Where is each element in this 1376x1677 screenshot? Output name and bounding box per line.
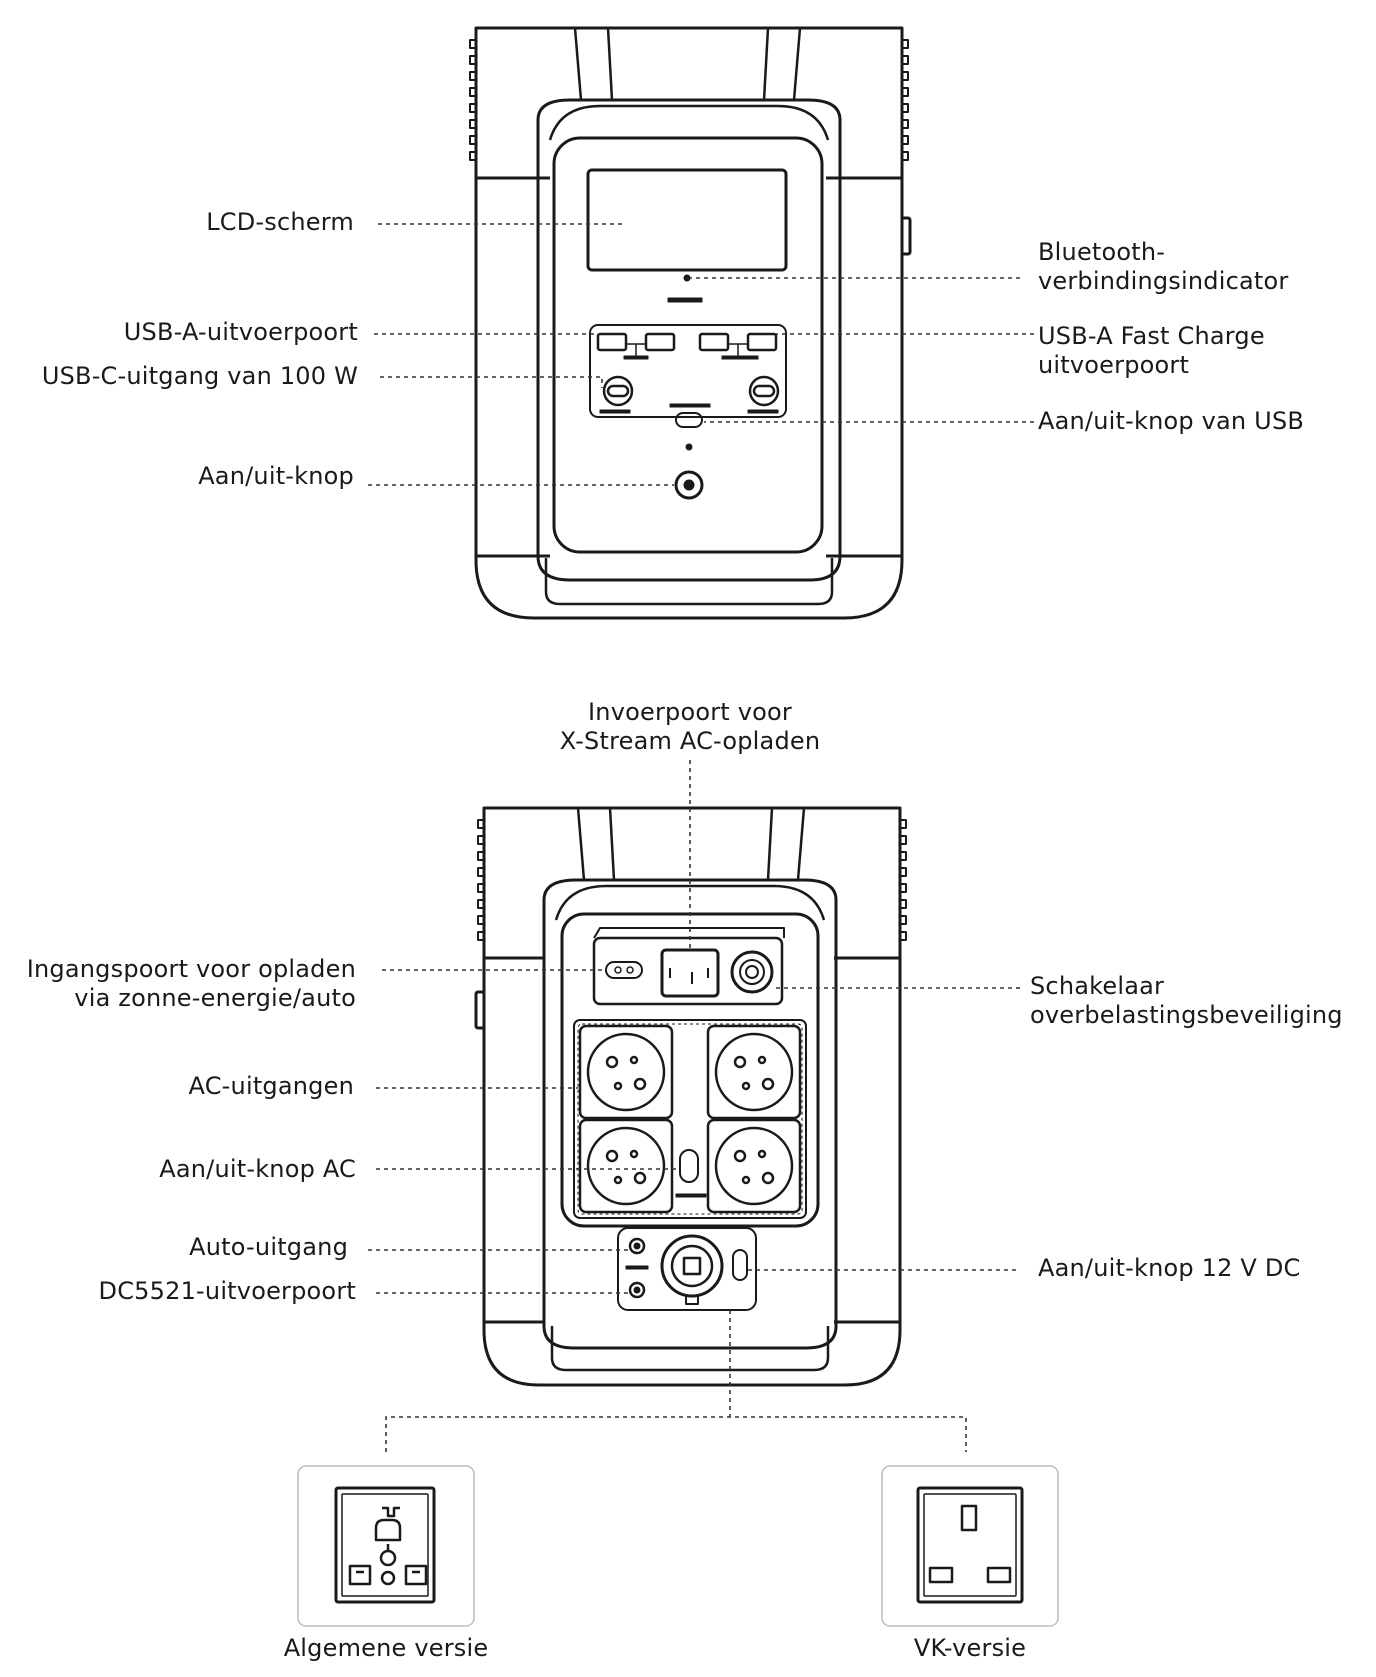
front-side-knob xyxy=(900,216,912,256)
ac-outlets xyxy=(586,1032,794,1206)
usb-switch xyxy=(675,412,703,428)
front-face-panel xyxy=(552,136,824,554)
label-usb-a-fast-line2: uitvoerpoort xyxy=(1038,351,1190,379)
label-usb-a-fast-line1: USB-A Fast Charge xyxy=(1038,322,1265,350)
label-xstream-line1: Invoerpoort voor xyxy=(588,698,792,726)
label-uk-version: VK-versie xyxy=(913,1634,1027,1662)
rear-body xyxy=(482,806,902,1387)
label-dc-switch: Aan/uit-knop 12 V DC xyxy=(1038,1254,1301,1282)
uk-version-box xyxy=(881,1465,1059,1627)
label-usb-c: USB-C-uitgang van 100 W xyxy=(41,362,358,390)
dc-port-block xyxy=(617,1227,757,1311)
label-solar-line2: via zonne-energie/auto xyxy=(74,984,356,1012)
ac-outlet-block xyxy=(573,1019,807,1219)
label-lcd: LCD-scherm xyxy=(206,208,354,236)
front-center-column xyxy=(536,98,842,582)
solar-input-port xyxy=(605,961,643,979)
label-power: Aan/uit-knop xyxy=(198,462,354,490)
input-port-block xyxy=(592,936,784,1006)
dc5521-port-bottom xyxy=(628,1281,646,1299)
label-usb-a: USB-A-uitvoerpoort xyxy=(123,318,358,346)
front-handle xyxy=(573,27,802,101)
rear-port-panel xyxy=(560,912,820,1228)
front-left-fins xyxy=(469,39,476,161)
label-ac-switch: Aan/uit-knop AC xyxy=(159,1155,356,1183)
rear-right-fins xyxy=(900,819,907,941)
label-dc5521: DC5521-uitvoerpoort xyxy=(98,1277,356,1305)
usb-a-ports xyxy=(596,332,778,352)
label-overload-line1: Schakelaar xyxy=(1030,972,1165,1000)
xstream-ac-inlet xyxy=(660,948,720,998)
label-ac-outputs: AC-uitgangen xyxy=(188,1072,354,1100)
general-version-box xyxy=(297,1465,475,1627)
label-bluetooth-line2: verbindingsindicator xyxy=(1038,267,1289,295)
label-solar: Ingangspoort voor opladen via zonne-ener… xyxy=(27,955,356,1013)
usb-panel xyxy=(589,324,787,418)
front-right-fins xyxy=(902,39,909,161)
dc-switch xyxy=(732,1249,748,1281)
bluetooth-indicator xyxy=(683,274,691,282)
rear-side-knob xyxy=(474,990,486,1030)
lcd-screen xyxy=(586,168,788,272)
label-bluetooth-line1: Bluetooth- xyxy=(1038,238,1166,266)
label-overload: Schakelaar overbelastingsbeveiliging xyxy=(1030,972,1343,1030)
rear-center-column xyxy=(542,878,838,1350)
label-xstream-line2: X-Stream AC-opladen xyxy=(559,727,821,755)
label-car: Auto-uitgang xyxy=(189,1233,348,1261)
rear-view xyxy=(474,806,907,1387)
rear-left-fins xyxy=(477,819,484,941)
leader-lines xyxy=(368,223,1034,1452)
usb-c-ports xyxy=(602,375,780,407)
label-usb-a-fast: USB-A Fast Charge uitvoerpoort xyxy=(1038,322,1265,380)
label-usb-switch: Aan/uit-knop van USB xyxy=(1038,407,1305,435)
label-general-version: Algemene versie xyxy=(283,1634,489,1662)
front-body xyxy=(474,26,904,620)
dc5521-port-top xyxy=(628,1237,646,1255)
label-overload-line2: overbelastingsbeveiliging xyxy=(1030,1001,1343,1029)
overload-switch xyxy=(730,950,774,994)
label-solar-line1: Ingangspoort voor opladen xyxy=(26,955,356,983)
power-button xyxy=(674,470,704,500)
front-view xyxy=(469,26,912,620)
label-xstream: Invoerpoort voor X-Stream AC-opladen xyxy=(490,698,890,756)
label-bluetooth: Bluetooth- verbindingsindicator xyxy=(1038,238,1288,296)
ac-switch xyxy=(679,1149,699,1183)
